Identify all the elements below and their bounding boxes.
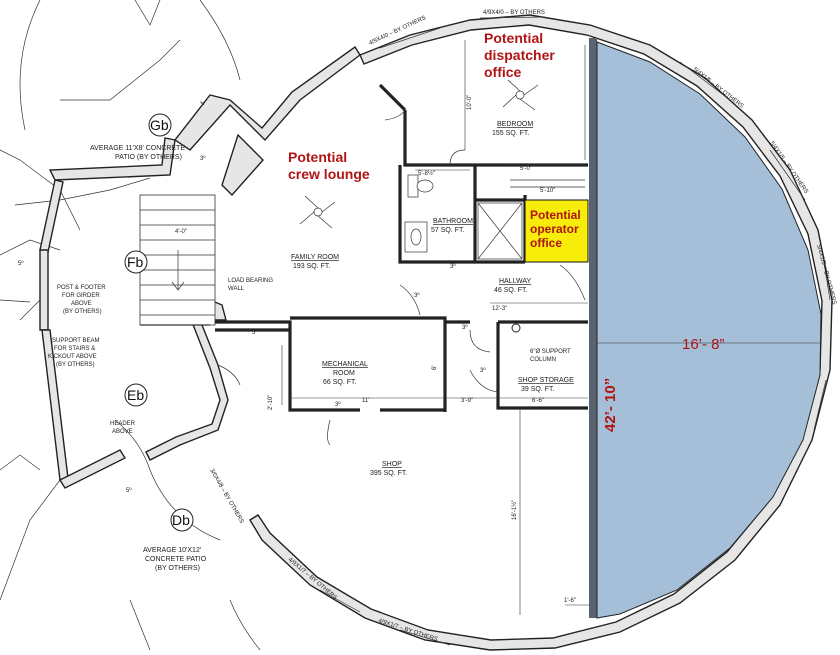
dim-6ft: 6' — [432, 366, 438, 370]
dim-5b: 5º — [126, 487, 132, 494]
callout-operator-1: Potential — [530, 208, 581, 222]
callout-dispatcher-1: Potential — [484, 30, 543, 46]
dim-30b: 3º — [414, 292, 420, 299]
patio-db-note-2: CONCRETE PATIO — [145, 556, 207, 563]
svg-text:LOAD BEARING: LOAD BEARING — [228, 278, 273, 284]
svg-text:HEADER: HEADER — [110, 421, 136, 427]
room-area-bedroom: 155 SQ. FT. — [492, 130, 529, 137]
dim-30e: 3º — [335, 401, 341, 408]
svg-text:(BY OTHERS): (BY OTHERS) — [56, 362, 95, 368]
room-area-shop: 395 SQ. FT. — [370, 470, 407, 477]
dimension-lines — [226, 40, 820, 615]
operator-office-zone — [524, 199, 589, 263]
patio-db-note-3: (BY OTHERS) — [155, 565, 200, 572]
exterior-wall-ring — [249, 14, 833, 651]
callout-crew-2: crew lounge — [288, 166, 370, 182]
dim-4-0: 4'-0" — [175, 229, 187, 235]
room-area-mechanical: 66 SQ. FT. — [323, 379, 357, 386]
dim-12-3: 12'-3" — [492, 306, 507, 312]
dim-6-6: 6'-6" — [532, 398, 544, 404]
dim-5ft: 5' — [252, 330, 256, 336]
svg-text:SUPPORT BEAM: SUPPORT BEAM — [52, 338, 99, 344]
dim-30d: 3º — [480, 367, 486, 374]
callout-operator-3: office — [530, 236, 562, 250]
room-area-bathroom: 57 SQ. FT. — [431, 227, 465, 234]
room-area-shop-storage: 39 SQ. FT. — [521, 386, 555, 393]
dim-1-6: 1'-6" — [564, 598, 576, 604]
callout-dispatcher-2: dispatcher — [484, 47, 555, 63]
window-tag-1: 4/9X4/0 – BY OTHERS — [483, 10, 545, 16]
callout-operator-2: operator — [530, 222, 579, 236]
dim-3-9: 3'-9" — [461, 398, 473, 404]
dim-30f: 3º — [200, 155, 206, 162]
svg-text:WALL: WALL — [228, 286, 245, 292]
shaded-zone — [596, 41, 822, 619]
patio-gb-note-1: AVERAGE 11'X8' CONCRETE — [90, 145, 185, 152]
room-name-shop: SHOP — [382, 461, 402, 468]
patio-tag-eb: Eb — [127, 387, 144, 403]
patio-db-note-1: AVERAGE 10'X12' — [143, 547, 201, 554]
room-name-mechanical-2: ROOM — [333, 370, 355, 377]
room-area-family: 193 SQ. FT. — [293, 263, 330, 270]
window-tag-5: 4/9X1/7 – BY OTHERS — [287, 557, 338, 601]
note-post-footer: POST & FOOTER FOR GIRDER ABOVE (BY OTHER… — [57, 285, 106, 315]
room-name-shop-storage: SHOP STORAGE — [518, 377, 574, 384]
dim-5-10: 5'-10" — [540, 188, 555, 194]
dimension-height-red: 42’- 10” — [602, 378, 619, 432]
window-tag-7: 3/0X4/8 – BY OTHERS — [208, 468, 244, 525]
dim-10-0: 10'-0" — [467, 95, 473, 110]
svg-text:KICKOUT ABOVE: KICKOUT ABOVE — [48, 354, 97, 360]
svg-text:6"Ø SUPPORT: 6"Ø SUPPORT — [530, 349, 571, 355]
callout-dispatcher-3: office — [484, 64, 522, 80]
dim-5a: 5º — [18, 260, 24, 267]
patio-gb-note-2: PATIO (BY OTHERS) — [115, 154, 182, 161]
dim-5-0: 5'-0" — [520, 166, 532, 172]
patio-tag-gb: Gb — [150, 117, 169, 133]
room-name-bathroom: BATHROOM — [433, 218, 473, 225]
note-load-bearing: LOAD BEARING WALL — [228, 278, 273, 292]
dim-16-1: 16'-1½" — [511, 500, 518, 520]
dim-2-10: 2'-10" — [268, 395, 274, 410]
partition-wall — [589, 38, 597, 618]
dim-30c: 3º — [462, 324, 468, 331]
note-support-column: 6"Ø SUPPORT COLUMN — [530, 349, 571, 363]
svg-text:ABOVE: ABOVE — [112, 429, 133, 435]
room-name-hallway: HALLWAY — [499, 278, 531, 285]
svg-text:COLUMN: COLUMN — [530, 357, 556, 363]
svg-text:FOR STAIRS &: FOR STAIRS & — [54, 346, 95, 352]
dimension-width-red: 16’- 8” — [682, 336, 725, 353]
room-name-bedroom: BEDROOM — [497, 121, 533, 128]
svg-text:(BY OTHERS): (BY OTHERS) — [63, 309, 102, 315]
svg-text:ABOVE: ABOVE — [71, 301, 92, 307]
patio-tag-db: Db — [172, 512, 190, 528]
note-header-above: HEADER ABOVE — [110, 421, 136, 435]
room-name-mechanical: MECHANICAL — [322, 361, 368, 368]
fixtures — [124, 79, 586, 532]
exterior-sketch-lines — [0, 0, 261, 651]
dim-30a: 3º — [450, 263, 456, 270]
room-name-family: FAMILY ROOM — [291, 254, 339, 261]
svg-text:POST & FOOTER: POST & FOOTER — [57, 285, 106, 291]
patio-tag-fb: Fb — [127, 254, 144, 270]
room-area-hallway: 46 SQ. FT. — [494, 287, 528, 294]
note-support-beam: SUPPORT BEAM FOR STAIRS & KICKOUT ABOVE … — [48, 338, 99, 368]
dim-5-8: 5'-8½" — [418, 170, 435, 177]
svg-text:FOR GIRDER: FOR GIRDER — [62, 293, 100, 299]
dim-11: 11' — [362, 398, 369, 404]
stairs — [139, 194, 216, 326]
callout-crew-1: Potential — [288, 149, 347, 165]
left-wall-segments — [39, 45, 361, 489]
dim-4ft: 4' — [201, 101, 207, 105]
